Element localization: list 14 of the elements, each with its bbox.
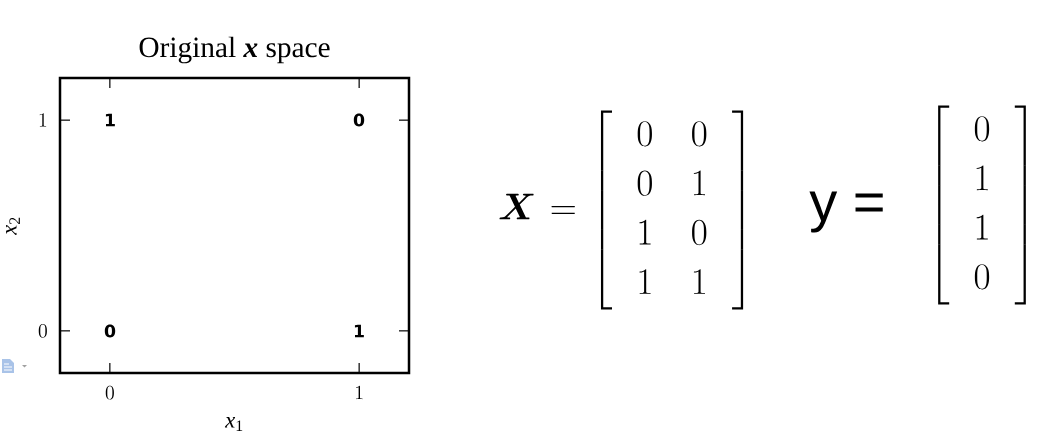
tick-label: 0 bbox=[105, 385, 114, 400]
point-label: 1 bbox=[105, 113, 115, 127]
equation-label: y = bbox=[809, 191, 883, 233]
chart-title: Original x space bbox=[139, 36, 330, 64]
point-label: 0 bbox=[353, 113, 365, 127]
axis-label: x$_{1}$ bbox=[224, 417, 243, 431]
tick-label: 1 bbox=[39, 113, 47, 127]
tick-label: 1 bbox=[356, 385, 363, 400]
axis-label: x$_{2}$ bbox=[6, 217, 20, 236]
matrix-equation: $\boldsymbol{X} = \begin{bmatrix} 0 & 0 \\ 0 & 1 \\ 1 & 0 \\ 1 & 1 \end{bmatrix}$ bbox=[499, 110, 744, 310]
point-label: 0 bbox=[104, 324, 116, 338]
point-label: 1 bbox=[354, 324, 364, 338]
tick-label: 0 bbox=[38, 324, 47, 338]
column-vector: $\begin{bmatrix} 0 \\ 1 \\ 1 \\ 0 \end{bmatrix}$ bbox=[938, 105, 1026, 305]
